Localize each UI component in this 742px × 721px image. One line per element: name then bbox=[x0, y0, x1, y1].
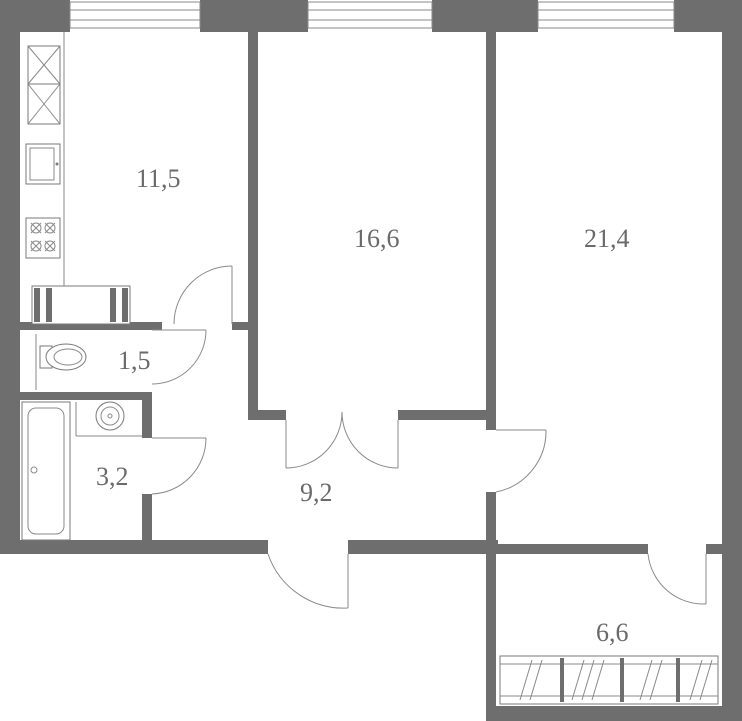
room-area-living-room: 21,4 bbox=[584, 224, 630, 253]
bathtub bbox=[21, 401, 71, 541]
room-area-loggia: 6,6 bbox=[596, 618, 629, 647]
exterior-walls bbox=[0, 0, 742, 554]
room-area-kitchen: 11,5 bbox=[136, 164, 181, 193]
room-area-bathroom: 3,2 bbox=[96, 462, 129, 491]
stove bbox=[25, 217, 61, 259]
area-labels: 11,5 16,6 21,4 1,5 3,2 9,2 6,6 bbox=[96, 164, 630, 647]
interior-walls bbox=[20, 32, 742, 721]
room-area-hallway: 9,2 bbox=[300, 478, 333, 507]
room-area-bedroom: 16,6 bbox=[354, 224, 400, 253]
radiator-kitchen bbox=[31, 285, 131, 325]
room-area-toilet: 1,5 bbox=[118, 346, 151, 375]
kitchen-counter bbox=[27, 32, 65, 292]
toilet-bowl bbox=[35, 334, 87, 390]
kitchen-sink bbox=[25, 143, 61, 185]
windows bbox=[69, 1, 675, 29]
washbasin bbox=[75, 401, 142, 437]
doors bbox=[151, 265, 707, 609]
loggia-glazing bbox=[499, 655, 719, 705]
